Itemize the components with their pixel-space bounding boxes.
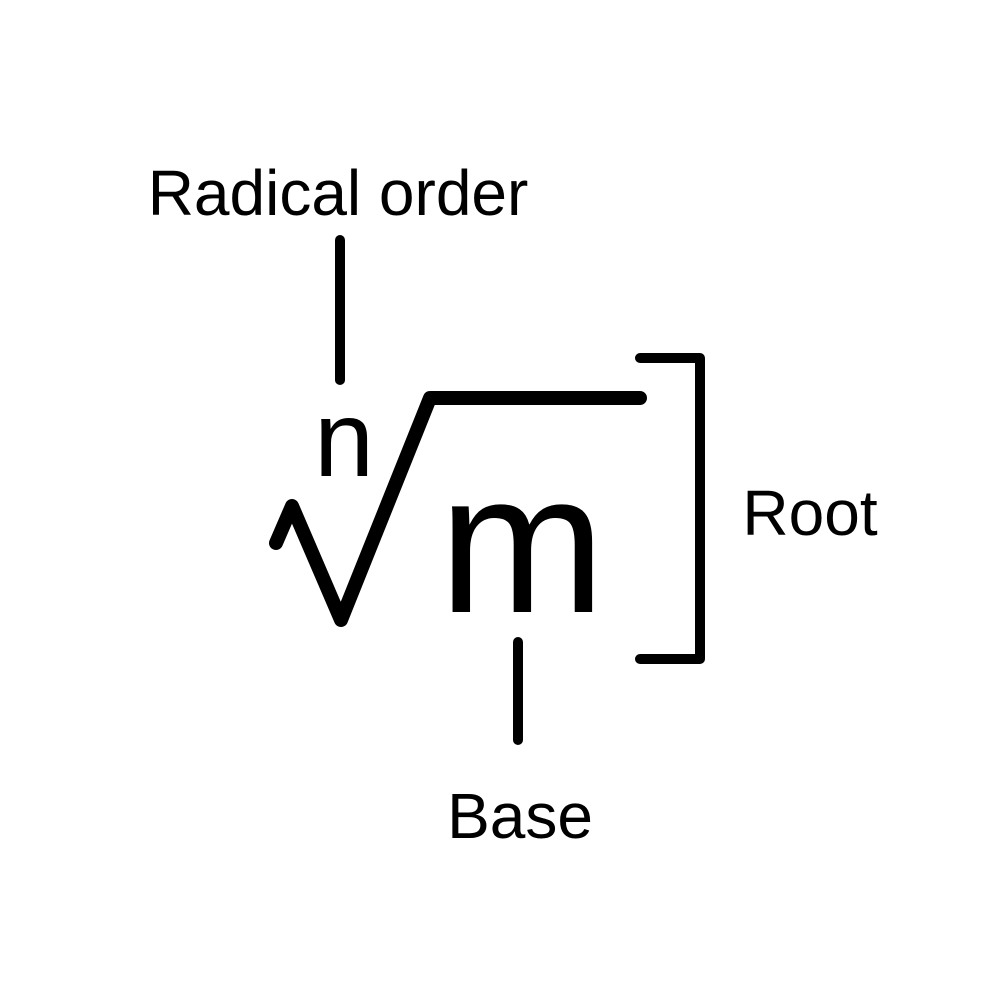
label-root: Root bbox=[742, 477, 877, 549]
radical-sign bbox=[269, 391, 647, 627]
radicand: m bbox=[439, 432, 606, 655]
root-bracket bbox=[635, 353, 705, 664]
label-base: Base bbox=[447, 780, 593, 852]
radical-index: n bbox=[314, 378, 374, 499]
label-radical-order: Radical order bbox=[148, 157, 529, 229]
